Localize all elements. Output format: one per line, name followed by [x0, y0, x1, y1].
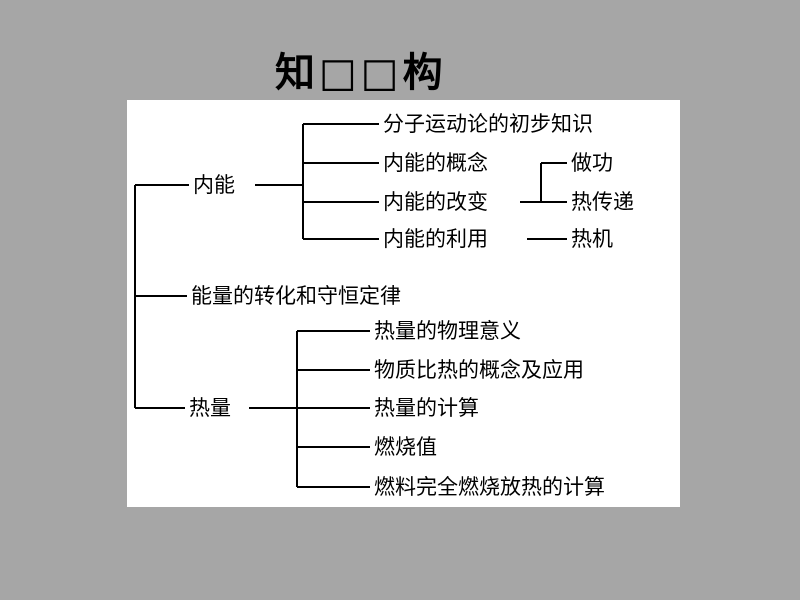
node-heat-calculation: 热量的计算 [372, 394, 481, 422]
node-combustion-heat-calc: 燃料完全燃烧放热的计算 [372, 473, 607, 501]
connector-lines [134, 123, 567, 488]
node-calorific-value: 燃烧值 [372, 433, 439, 461]
node-molecular-theory: 分子运动论的初步知识 [381, 110, 595, 138]
node-internal-energy-use: 内能的利用 [381, 225, 490, 253]
node-internal-energy-change: 内能的改变 [381, 188, 490, 216]
node-internal-energy-concept: 内能的概念 [381, 149, 490, 177]
slide-title: 知□□构 [275, 50, 447, 96]
node-specific-heat: 物质比热的概念及应用 [372, 356, 586, 384]
knowledge-tree-panel: 内能 分子运动论的初步知识 内能的概念 内能的改变 内能的利用 做功 热传递 热… [127, 100, 680, 507]
node-heat-engine: 热机 [569, 225, 615, 253]
node-work: 做功 [569, 149, 615, 177]
node-heat-meaning: 热量的物理意义 [372, 317, 523, 345]
node-heat-transfer: 热传递 [569, 188, 636, 216]
node-energy-conservation: 能量的转化和守恒定律 [189, 282, 403, 310]
node-reliang: 热量 [187, 394, 233, 422]
node-neineng: 内能 [191, 171, 237, 199]
